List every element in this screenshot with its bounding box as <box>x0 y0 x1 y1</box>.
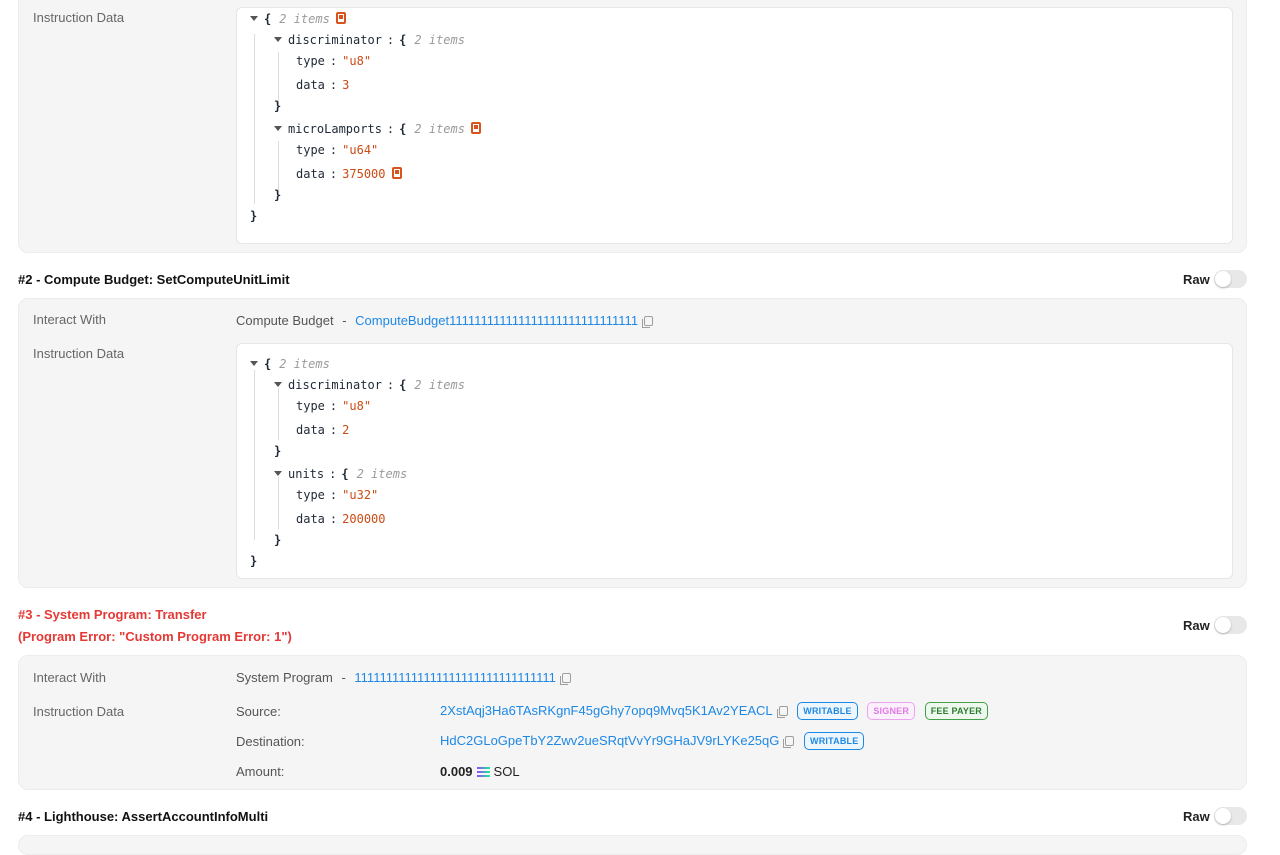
copy-icon[interactable] <box>470 122 481 134</box>
collapse-caret-icon[interactable] <box>250 361 258 366</box>
copy-icon[interactable] <box>783 736 795 748</box>
source-address-link[interactable]: 2XstAqj3Ha6TAsRKgnF45gGhy7opq9Mvq5K1Av2Y… <box>440 703 773 718</box>
instruction-2-card: Interact With Compute Budget - ComputeBu… <box>18 298 1247 588</box>
instruction-4-title: #4 - Lighthouse: AssertAccountInfoMulti <box>18 809 269 824</box>
raw-label: Raw <box>1183 618 1210 633</box>
instruction-data-label: Instruction Data <box>33 10 125 25</box>
raw-label: Raw <box>1183 809 1210 824</box>
instruction-2-title: #2 - Compute Budget: SetComputeUnitLimit <box>18 272 290 287</box>
signer-badge: SIGNER <box>867 702 916 720</box>
program-address-link[interactable]: ComputeBudget111111111111111111111111111… <box>355 313 639 328</box>
collapse-caret-icon[interactable] <box>274 126 282 131</box>
fee-payer-badge: FEE PAYER <box>924 702 989 720</box>
interact-with-label: Interact With <box>33 312 106 327</box>
raw-toggle[interactable] <box>1214 616 1247 634</box>
json-viewer: {2 items discriminator:{2 items type:"u8… <box>236 343 1233 579</box>
copy-icon[interactable] <box>391 167 402 179</box>
json-viewer: {2 items discriminator:{2 items type:"u8… <box>236 7 1233 244</box>
collapse-caret-icon[interactable] <box>274 382 282 387</box>
solana-icon <box>476 767 490 777</box>
instruction-1-card: Instruction Data {2 items discriminator:… <box>18 0 1247 253</box>
interact-with-label: Interact With <box>33 670 106 685</box>
program-address-link[interactable]: 11111111111111111111111111111111 <box>354 670 556 685</box>
raw-toggle[interactable] <box>1214 807 1247 825</box>
interact-with-value: Compute Budget - ComputeBudget1111111111… <box>236 313 654 328</box>
instruction-data-label: Instruction Data <box>33 704 125 719</box>
collapse-caret-icon[interactable] <box>274 37 282 42</box>
program-error-text: (Program Error: "Custom Program Error: 1… <box>18 629 292 644</box>
destination-address-link[interactable]: HdC2GLoGpeTbY2Zwv2ueSRqtVvYr9GHaJV9rLYKe… <box>440 733 780 748</box>
writable-badge: WRITABLE <box>804 732 865 750</box>
instruction-3-card: Interact With System Program - 111111111… <box>18 655 1247 790</box>
writable-badge: WRITABLE <box>797 702 858 720</box>
copy-icon[interactable] <box>642 316 654 328</box>
destination-value: HdC2GLoGpeTbY2Zwv2ueSRqtVvYr9GHaJV9rLYKe… <box>440 732 865 750</box>
source-value: 2XstAqj3Ha6TAsRKgnF45gGhy7opq9Mvq5K1Av2Y… <box>440 702 989 720</box>
copy-icon[interactable] <box>335 12 346 24</box>
raw-toggle[interactable] <box>1214 270 1247 288</box>
collapse-caret-icon[interactable] <box>250 16 258 21</box>
interact-with-value: System Program - 11111111111111111111111… <box>236 670 571 685</box>
collapse-caret-icon[interactable] <box>274 471 282 476</box>
raw-label: Raw <box>1183 272 1210 287</box>
amount-label: Amount: <box>236 764 285 779</box>
instruction-4-card <box>18 835 1247 855</box>
instruction-data-label: Instruction Data <box>33 346 125 361</box>
destination-label: Destination: <box>236 734 305 749</box>
copy-icon[interactable] <box>559 673 571 685</box>
copy-icon[interactable] <box>776 706 788 718</box>
source-label: Source: <box>236 704 281 719</box>
instruction-3-title: #3 - System Program: Transfer <box>18 607 207 622</box>
